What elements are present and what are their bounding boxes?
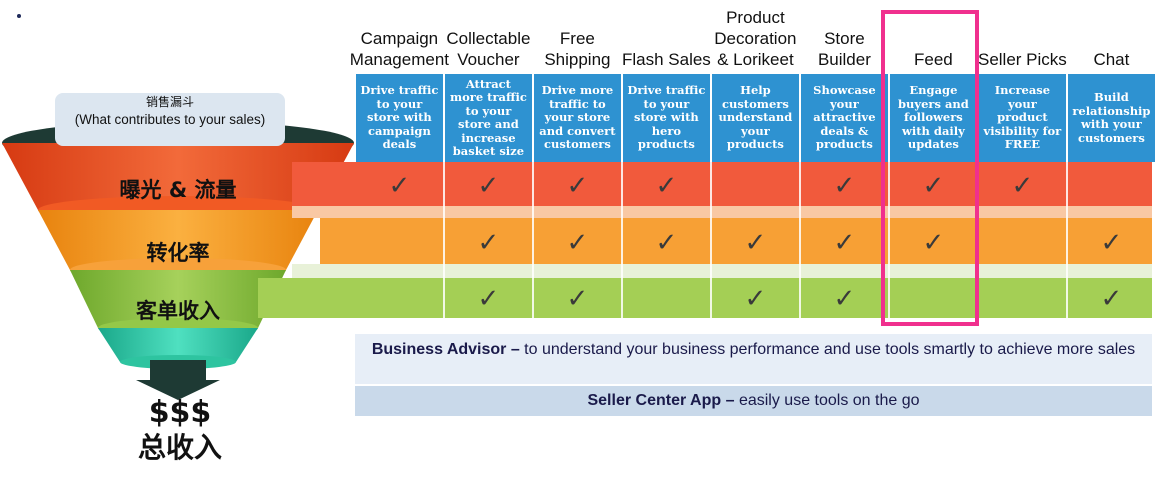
empty-cell	[979, 220, 1066, 264]
check-icon: ✓	[566, 169, 589, 200]
column-desc-chat: Build relationship with your customers	[1068, 74, 1155, 162]
seller-center-title: Seller Center App –	[587, 392, 735, 409]
funnel-stage-conversion	[38, 210, 318, 270]
total-revenue: $$$ 总收入	[120, 395, 240, 465]
column-divider	[531, 162, 534, 318]
check-icon: ✓	[833, 282, 856, 313]
column-header-free-shipping: Free Shipping	[544, 29, 611, 69]
empty-cell	[623, 279, 710, 317]
funnel-stage-basket	[70, 270, 286, 328]
check-icon: ✓	[744, 226, 767, 257]
check-icon: ✓	[922, 226, 945, 257]
column-desc-campaign-management: Drive traffic to your store with campaig…	[356, 74, 443, 162]
column-desc-flash-sales: Drive traffic to your store with hero pr…	[623, 74, 710, 162]
empty-cell	[979, 279, 1066, 317]
stage-label-conversion: 转化率	[147, 241, 210, 265]
column-desc-collectable-voucher: Attract more traffic to your store and i…	[445, 74, 532, 162]
check-icon: ✓	[744, 282, 767, 313]
check-icon: ✓	[477, 169, 500, 200]
bullet-dot	[17, 14, 21, 18]
stage-label-exposure: 曝光 & 流量	[120, 178, 237, 202]
funnel-caption: 销售漏斗 (What contributes to your sales)	[55, 93, 285, 146]
check-icon: ✓	[655, 226, 678, 257]
column-divider	[798, 162, 801, 318]
check-icon: ✓	[477, 226, 500, 257]
funnel-stage-exposure	[2, 143, 354, 210]
column-desc-seller-picks: Increase your product visibility for FRE…	[979, 74, 1066, 162]
check-icon: ✓	[1011, 169, 1034, 200]
revenue-symbol: $$$	[148, 395, 212, 430]
seller-center-bar: Seller Center App – easily use tools on …	[355, 386, 1152, 416]
column-header-campaign-management: Campaign Management	[349, 29, 450, 69]
column-header-feed: Feed	[914, 50, 953, 69]
column-header-store-builder: Store Builder	[817, 29, 871, 69]
business-advisor-bar: Business Advisor – to understand your bu…	[355, 334, 1152, 384]
empty-cell	[356, 220, 443, 264]
column-desc-product-decoration-lorikeet: Help customers understand your products	[712, 74, 799, 162]
sales-funnel: 曝光 & 流量 转化率 客单收入	[2, 121, 354, 400]
column-header-seller-picks: Seller Picks	[977, 50, 1067, 69]
seller-center-text: easily use tools on the go	[734, 392, 920, 409]
column-desc-feed: Engage buyers and followers with daily u…	[890, 74, 977, 162]
column-divider	[620, 162, 623, 318]
check-icon: ✓	[833, 169, 856, 200]
business-advisor-title: Business Advisor –	[371, 341, 520, 358]
column-header-collectable-voucher: Collectable Voucher	[446, 29, 531, 69]
column-divider	[709, 162, 712, 318]
feed-highlight-box	[881, 10, 979, 326]
column-desc-store-builder: Showcase your attractive deals & product…	[801, 74, 888, 162]
empty-cell	[712, 164, 799, 206]
check-icon: ✓	[1100, 282, 1123, 313]
funnel-caption-zh: 销售漏斗	[145, 95, 194, 109]
check-icon: ✓	[566, 226, 589, 257]
funnel-stage-bottom	[98, 328, 258, 362]
column-header-chat: Chat	[1093, 50, 1130, 69]
check-icon: ✓	[1100, 226, 1123, 257]
funnel-caption-en: (What contributes to your sales)	[74, 112, 266, 127]
check-icon: ✓	[477, 282, 500, 313]
check-icon: ✓	[833, 226, 856, 257]
column-desc-free-shipping: Drive more traffic to your store and con…	[534, 74, 621, 162]
funnel-arrow-down-icon	[136, 360, 220, 400]
check-icon: ✓	[388, 169, 411, 200]
column-divider	[1065, 162, 1068, 318]
check-icon: ✓	[922, 169, 945, 200]
column-divider	[442, 162, 445, 318]
column-header-flash-sales: Flash Sales	[621, 50, 711, 69]
check-icon: ✓	[655, 169, 678, 200]
revenue-label: 总收入	[137, 431, 222, 464]
stage-label-basket: 客单收入	[136, 299, 220, 323]
empty-cell	[1068, 164, 1155, 206]
check-icon: ✓	[566, 282, 589, 313]
column-divider	[887, 162, 890, 318]
empty-cell	[356, 279, 443, 317]
column-header-product-decoration-lorikeet: Product Decoration & Lorikeet	[714, 8, 797, 69]
business-advisor-text: to understand your business performance …	[519, 341, 1136, 358]
